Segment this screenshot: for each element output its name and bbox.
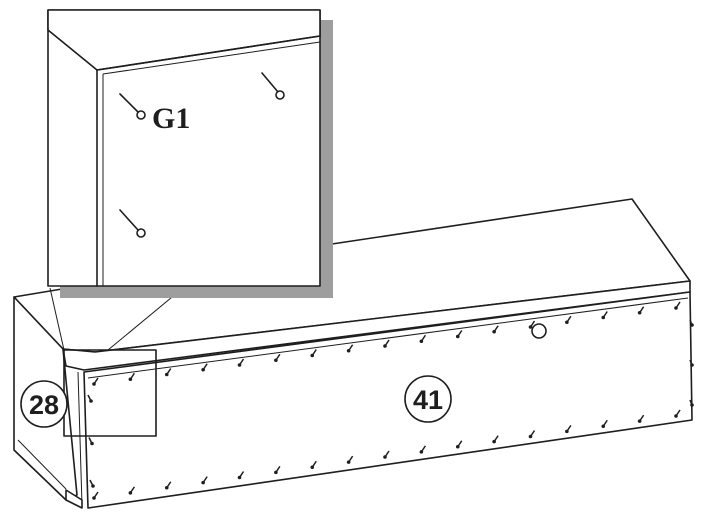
drill-hole-icon	[531, 323, 547, 339]
nail-icon	[637, 414, 645, 423]
screw-icon	[119, 93, 146, 120]
nail-icon	[201, 363, 208, 372]
nail-icon	[310, 349, 317, 358]
nail-icon	[689, 399, 694, 407]
side-bottom-edge	[17, 439, 67, 490]
nail-icon	[237, 358, 245, 367]
nail-icon	[346, 344, 354, 353]
cabinet-foot	[65, 489, 83, 509]
detail-callout: G1	[47, 9, 333, 437]
nail-icon	[492, 325, 499, 334]
callout-28: 28	[20, 380, 68, 428]
nail-icon	[674, 409, 681, 418]
nail-icon	[274, 465, 281, 475]
nail-icon	[637, 306, 645, 315]
part-number-41: 41	[413, 385, 443, 415]
nail-icon	[237, 471, 245, 480]
nail-icon	[92, 491, 99, 500]
nail-row-left	[87, 394, 95, 488]
nail-icon	[674, 301, 681, 310]
detail-panel-edge	[102, 41, 321, 75]
part-number-28: 28	[29, 390, 59, 420]
nail-icon	[419, 334, 426, 344]
nail-icon	[383, 450, 390, 459]
nail-icon	[528, 320, 536, 329]
callout-41: 41	[404, 375, 452, 423]
panel-inner-edge	[87, 297, 689, 379]
callout-circle	[20, 380, 68, 428]
detail-leader-line	[49, 287, 65, 351]
detail-board-edge	[96, 35, 321, 71]
nail-icon	[274, 353, 281, 363]
nail-icon	[689, 319, 694, 327]
panel-left-edge	[77, 371, 83, 506]
nail-icon	[201, 476, 208, 485]
nail-icon	[87, 394, 93, 403]
nail-icon	[492, 435, 499, 444]
nail-icon	[565, 315, 572, 325]
nail-icon	[383, 339, 390, 348]
nail-icon	[310, 460, 317, 470]
nail-icon	[601, 419, 608, 429]
nail-icon	[128, 372, 135, 382]
nail-icon	[88, 437, 94, 446]
nail-icon	[164, 481, 172, 490]
nail-icon	[128, 486, 135, 495]
nail-icon	[528, 430, 536, 439]
nail-icon	[565, 424, 572, 434]
screw-icon	[261, 72, 285, 100]
nail-icon	[346, 455, 354, 464]
nail-icon	[689, 359, 694, 367]
nail-row-right	[689, 319, 694, 407]
nail-icon	[164, 368, 172, 377]
nail-icon	[92, 377, 99, 386]
nail-row-bottom	[92, 409, 681, 500]
detail-leader-line	[107, 287, 184, 351]
nail-row-top	[92, 301, 681, 386]
screw-icon	[119, 209, 146, 238]
callout-circle	[404, 375, 452, 423]
part-label-g1: G1	[152, 102, 190, 135]
nail-icon	[89, 479, 95, 488]
nail-icon	[419, 445, 426, 454]
nail-icon	[455, 330, 463, 339]
nail-icon	[455, 440, 463, 449]
nail-icon	[601, 311, 608, 320]
back-panel-41	[83, 291, 693, 509]
